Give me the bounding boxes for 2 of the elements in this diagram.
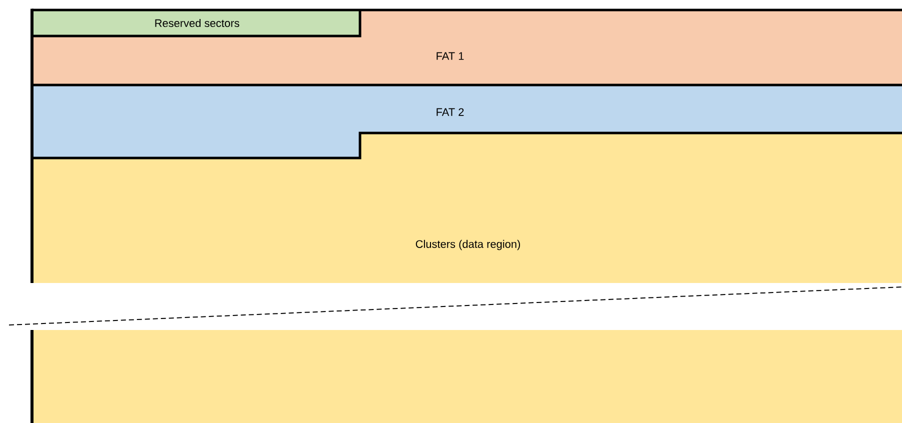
data-region: Clusters (data region) bbox=[32, 133, 902, 423]
table-band: FAT 2 bbox=[32, 85, 902, 158]
